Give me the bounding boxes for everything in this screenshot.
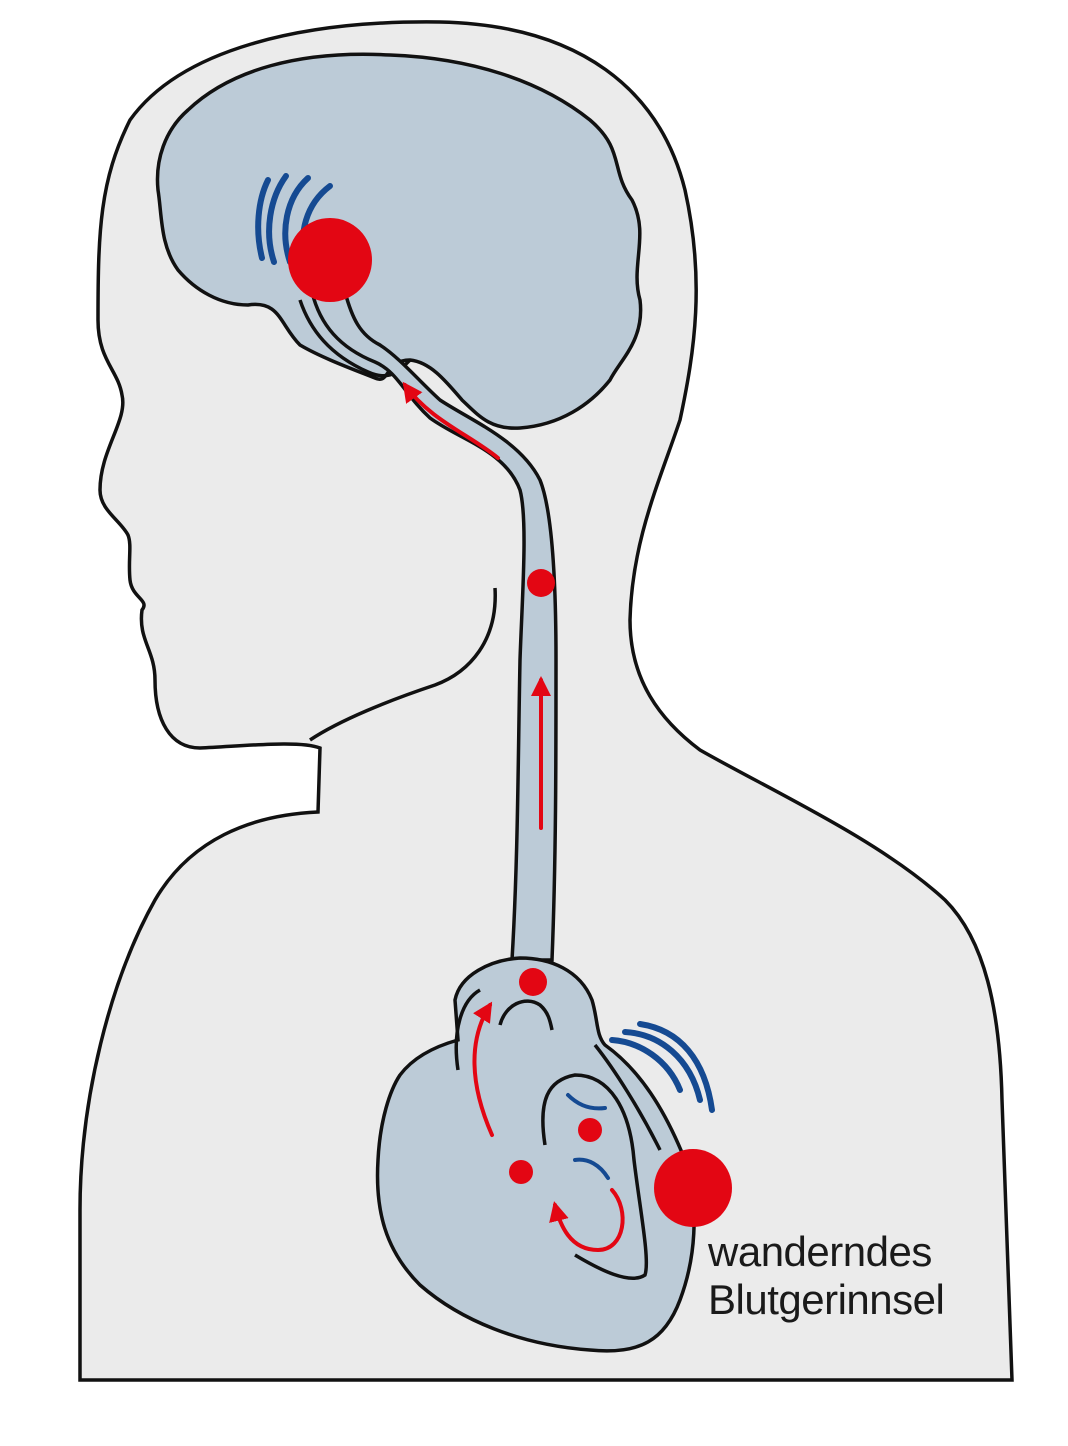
flow-arrow-heart-up — [472, 1001, 494, 1137]
clot-traveling — [654, 1149, 732, 1227]
clot-heart-top — [519, 968, 547, 996]
flow-arrows — [402, 381, 625, 1253]
heart-aortic-arch — [498, 999, 554, 1031]
clot-brain — [288, 218, 372, 302]
heart-septum — [593, 1043, 662, 1151]
flow-arrow-heart-loop — [549, 1188, 625, 1253]
clot-label: wanderndes Blutgerinnsel — [708, 1228, 1048, 1324]
clot-heart-left — [509, 1160, 533, 1184]
clot-label-line2: Blutgerinnsel — [708, 1276, 945, 1323]
clot-heart-inner — [578, 1118, 602, 1142]
clot-neck — [527, 569, 555, 597]
brain-shape — [155, 52, 643, 430]
jaw-line — [309, 587, 497, 742]
heart-ventricle — [541, 1073, 649, 1280]
flow-arrow-brain — [402, 381, 500, 460]
heart-atrium-line — [454, 988, 481, 1071]
brain-pain-waves-icon — [255, 173, 333, 265]
clot-label-line1: wanderndes — [708, 1228, 932, 1275]
clots — [288, 218, 732, 1227]
heart-pain-waves-icon — [609, 1021, 715, 1113]
heart-inner-marks-icon — [566, 1093, 610, 1180]
